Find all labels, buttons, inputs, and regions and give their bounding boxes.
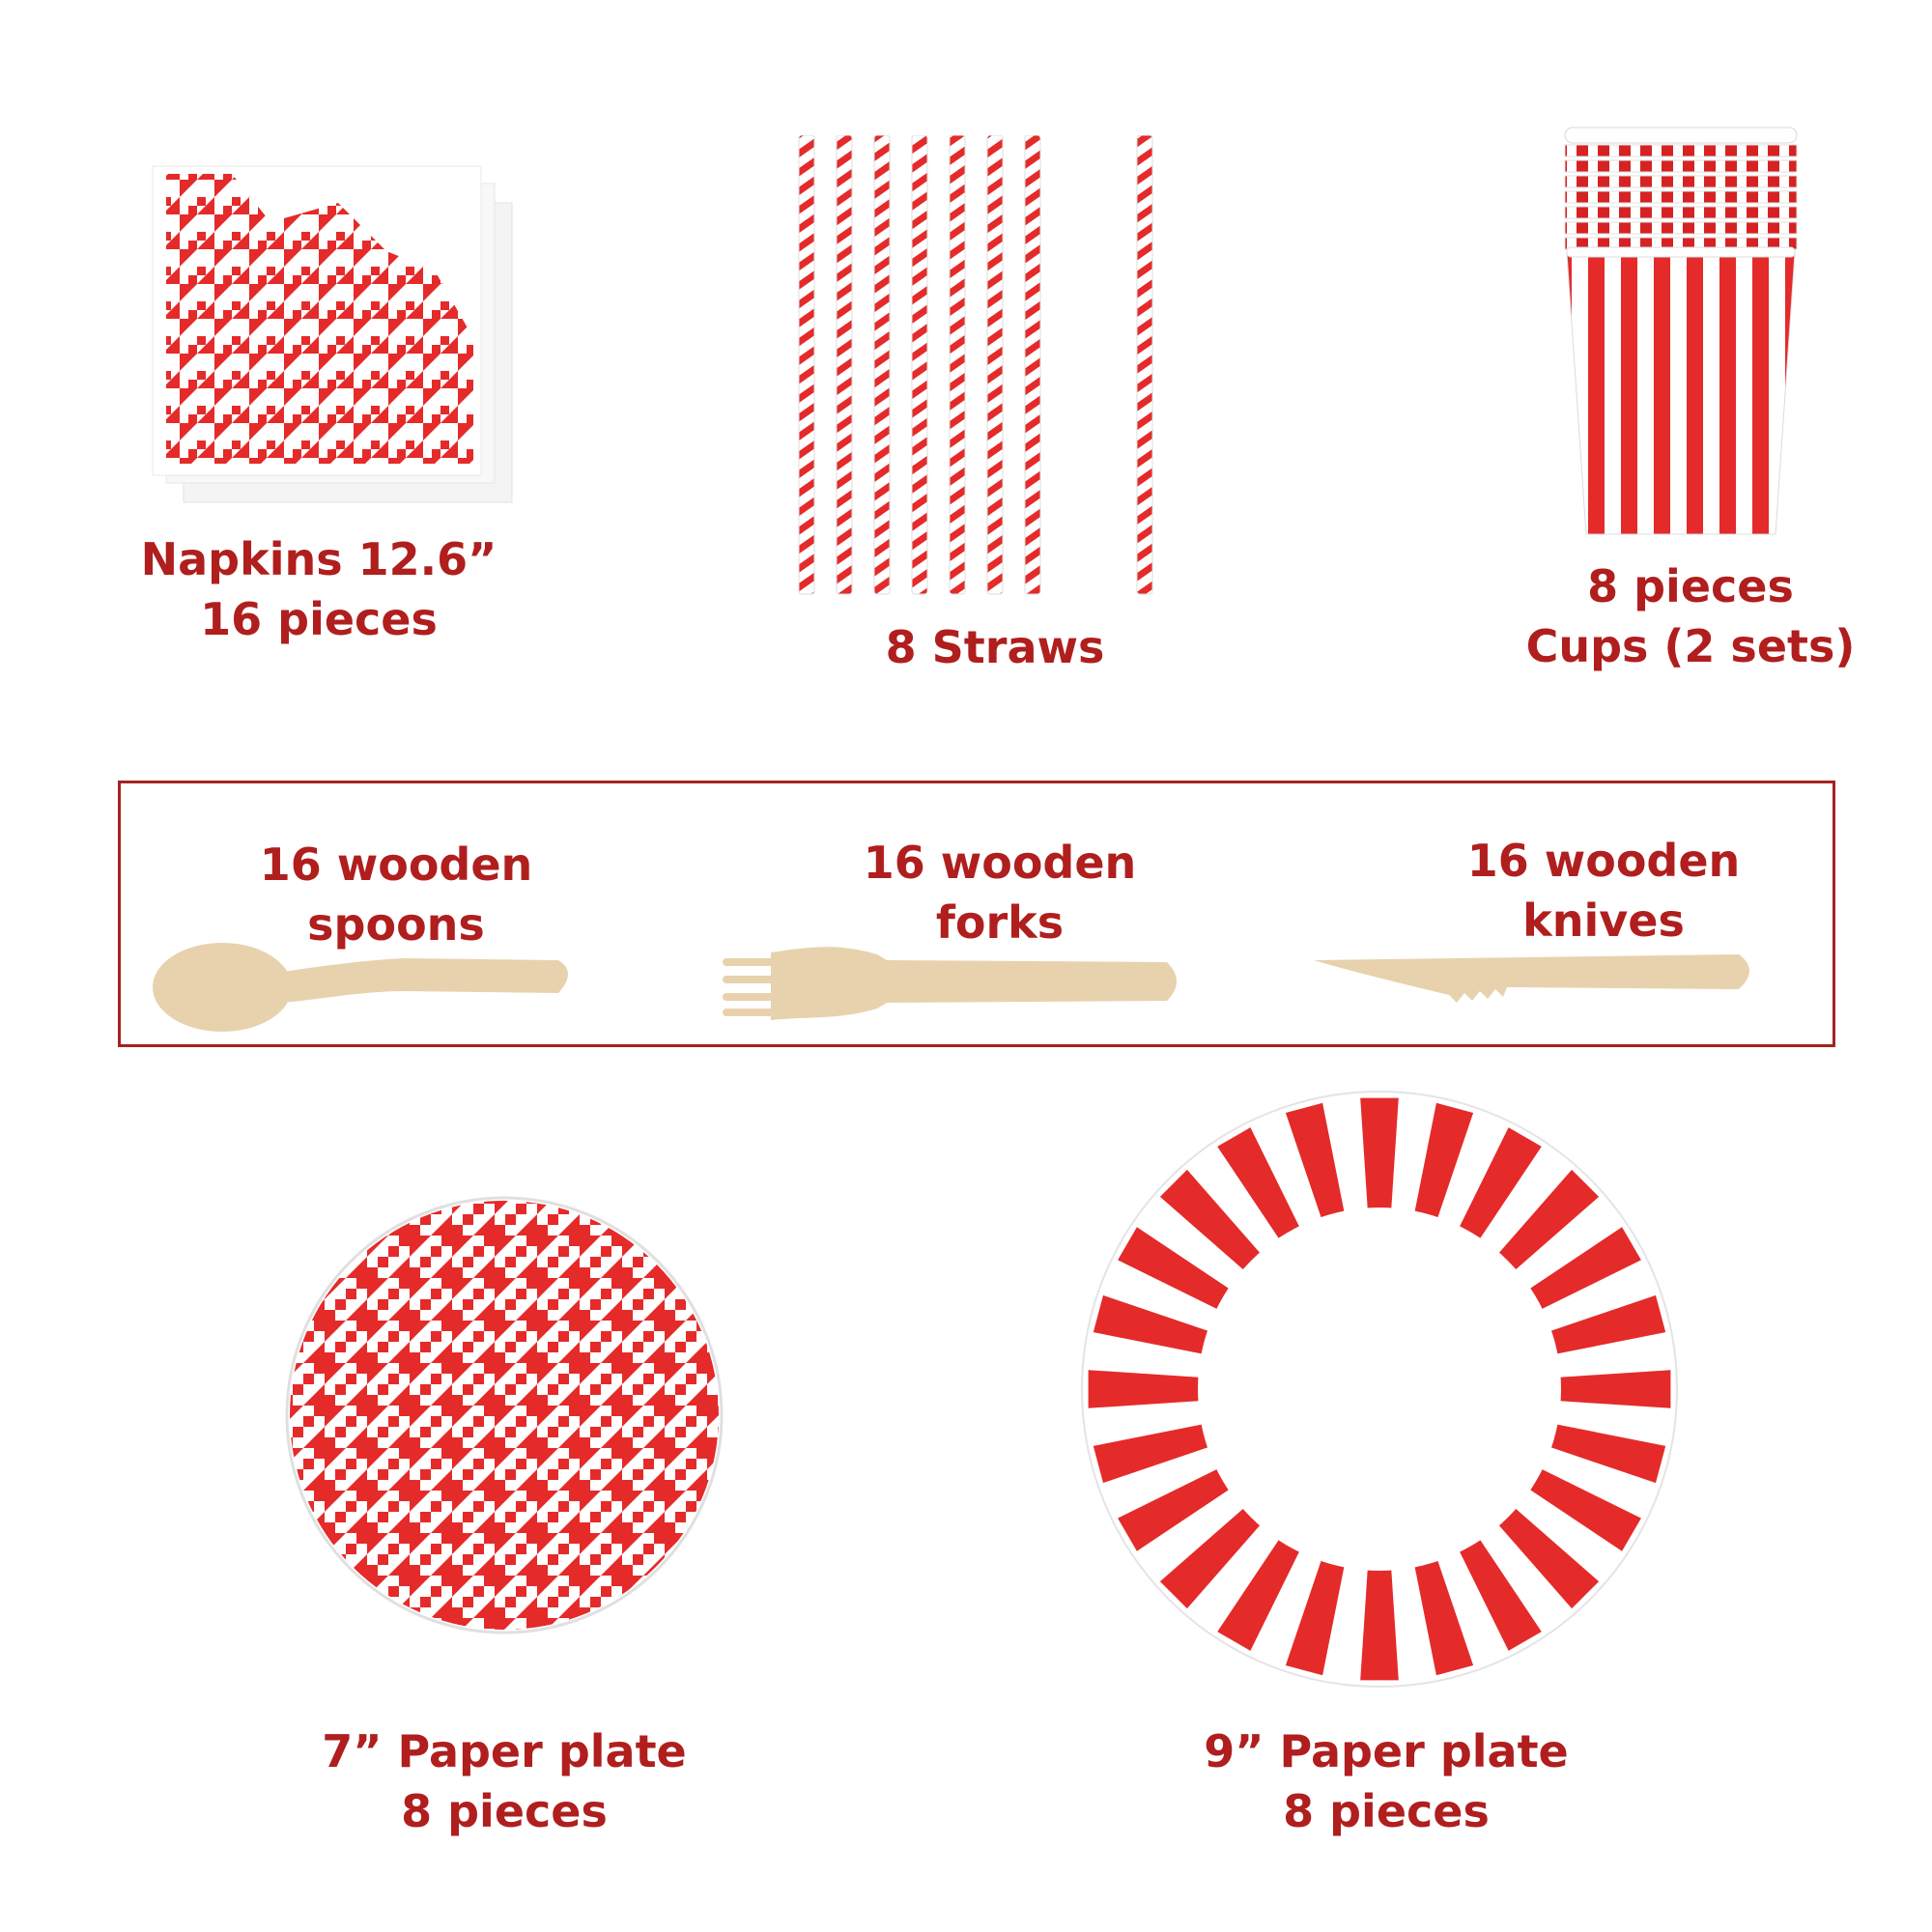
plate-stripe	[1360, 1562, 1399, 1681]
plate-stripe	[1159, 1169, 1265, 1275]
plate-stripe	[1088, 1370, 1207, 1408]
spoons-label-line1: 16 wooden	[259, 838, 533, 891]
plate-stripe	[1456, 1127, 1542, 1245]
straw-7	[1024, 135, 1041, 595]
straws-image	[792, 135, 1169, 599]
plate-stripe	[1093, 1294, 1215, 1355]
plate-stripe	[1493, 1503, 1600, 1609]
cutlery-box	[118, 781, 1835, 1047]
plate-stripe	[1118, 1465, 1236, 1551]
knives-label: 16 wooden knives	[1401, 831, 1806, 951]
straw-1	[798, 135, 815, 595]
large-plate-label-line1: 9” Paper plate	[1204, 1725, 1569, 1777]
wooden-spoon-image	[153, 933, 587, 1039]
plate-stripe	[1159, 1503, 1265, 1609]
plate-stripe	[1413, 1102, 1474, 1225]
plate-stripe	[1360, 1097, 1399, 1216]
napkins-label-line2: 16 pieces	[200, 593, 438, 645]
plate-stripe	[1217, 1533, 1303, 1651]
straw-2	[836, 135, 853, 595]
straws-label-line1: 8 Straws	[885, 621, 1105, 673]
small-plate-image	[282, 1193, 726, 1637]
knives-label-line2: knives	[1522, 895, 1685, 947]
small-plate-label-line1: 7” Paper plate	[322, 1725, 687, 1777]
straw-8	[1136, 135, 1153, 595]
small-plate-label: 7” Paper plate 8 pieces	[301, 1721, 707, 1841]
plate-stripe	[1217, 1127, 1303, 1245]
spoons-label: 16 wooden spoons	[193, 835, 599, 954]
plate-stripe	[1285, 1553, 1346, 1676]
forks-label-line1: 16 wooden	[863, 837, 1137, 889]
plate-stripe	[1523, 1465, 1641, 1551]
plate-stripe	[1544, 1294, 1666, 1355]
napkins-label-line1: Napkins 12.6”	[140, 533, 497, 585]
straw-3	[873, 135, 891, 595]
plate-stripe	[1544, 1423, 1666, 1484]
napkins-label: Napkins 12.6” 16 pieces	[97, 529, 541, 649]
cups-label: 8 pieces Cups (2 sets)	[1507, 556, 1874, 676]
forks-label-line2: forks	[935, 896, 1065, 949]
plate-stripe	[1093, 1423, 1215, 1484]
large-plate-image	[1080, 1090, 1679, 1689]
napkins-image	[145, 145, 522, 512]
straw-6	[986, 135, 1004, 595]
wooden-fork-image	[723, 933, 1177, 1039]
straw-5	[949, 135, 966, 595]
spoons-label-line2: spoons	[307, 898, 485, 951]
plate-stripe	[1285, 1102, 1346, 1225]
plate-stripe	[1456, 1533, 1542, 1651]
plate-stripe	[1413, 1553, 1474, 1676]
plate-stripe	[1118, 1227, 1236, 1313]
knives-label-line1: 16 wooden	[1466, 835, 1741, 887]
plate-stripe	[1493, 1169, 1600, 1275]
plate-stripe	[1552, 1370, 1671, 1408]
plate-stripe	[1523, 1227, 1641, 1313]
large-plate-label: 9” Paper plate 8 pieces	[1174, 1721, 1599, 1841]
straws-label: 8 Straws	[792, 617, 1198, 677]
cups-label-line2: Cups (2 sets)	[1525, 620, 1856, 672]
small-plate-label-line2: 8 pieces	[401, 1785, 608, 1837]
cups-image	[1555, 124, 1806, 539]
large-plate-label-line2: 8 pieces	[1283, 1785, 1490, 1837]
wooden-knife-image	[1314, 949, 1758, 1026]
cups-label-line1: 8 pieces	[1587, 560, 1794, 612]
straw-4	[911, 135, 928, 595]
forks-label: 16 wooden forks	[797, 833, 1203, 952]
